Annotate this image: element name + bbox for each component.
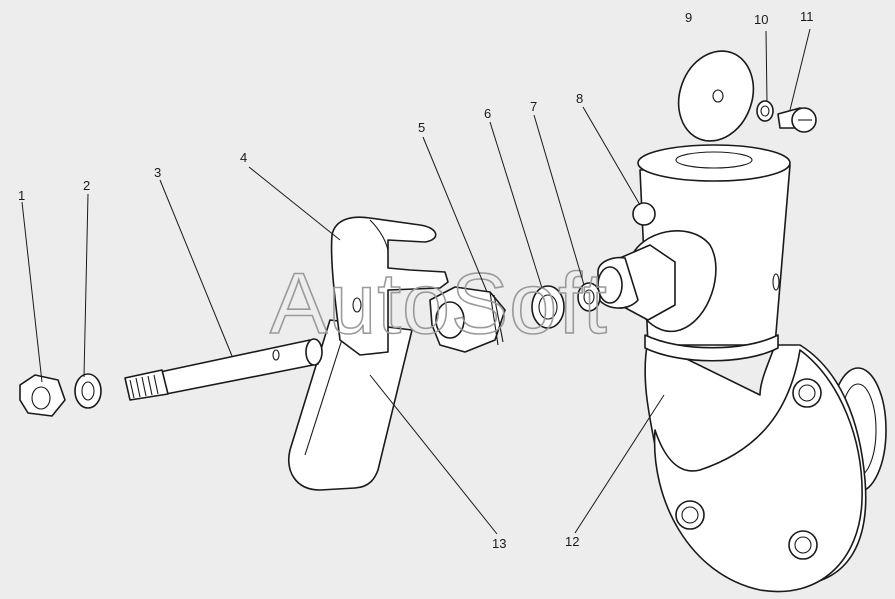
callout-7: 7 [530,99,537,114]
part-6-bushing [531,285,565,329]
part-10-washer [756,100,774,122]
part-12-housing [628,144,887,593]
callout-12: 12 [565,534,579,549]
callout-6: 6 [484,106,491,121]
callout-2: 2 [83,178,90,193]
callout-13: 13 [492,536,506,551]
part-8-ball [632,202,656,226]
callout-labels: 1 2 3 4 5 6 7 8 9 10 11 12 13 [18,9,814,551]
side-hex-plug [597,244,676,321]
callout-9: 9 [685,10,692,25]
callout-11: 11 [800,9,814,24]
callout-1: 1 [18,188,25,203]
part-9-cover-disc [677,50,755,142]
part-11-screw [777,107,817,133]
callout-10: 10 [754,12,768,27]
part-1-nut [19,374,66,417]
callout-8: 8 [576,91,583,106]
leader-lines [21,28,811,535]
watermark: AutoSoft [270,256,608,352]
part-3-pin [124,338,323,401]
callout-4: 4 [240,150,247,165]
part-7-washer [577,282,601,312]
callout-3: 3 [154,165,161,180]
part-4-bracket [330,216,449,356]
part-2-washer [74,373,102,409]
part-5-fitting [429,286,506,353]
callout-5: 5 [418,120,425,135]
